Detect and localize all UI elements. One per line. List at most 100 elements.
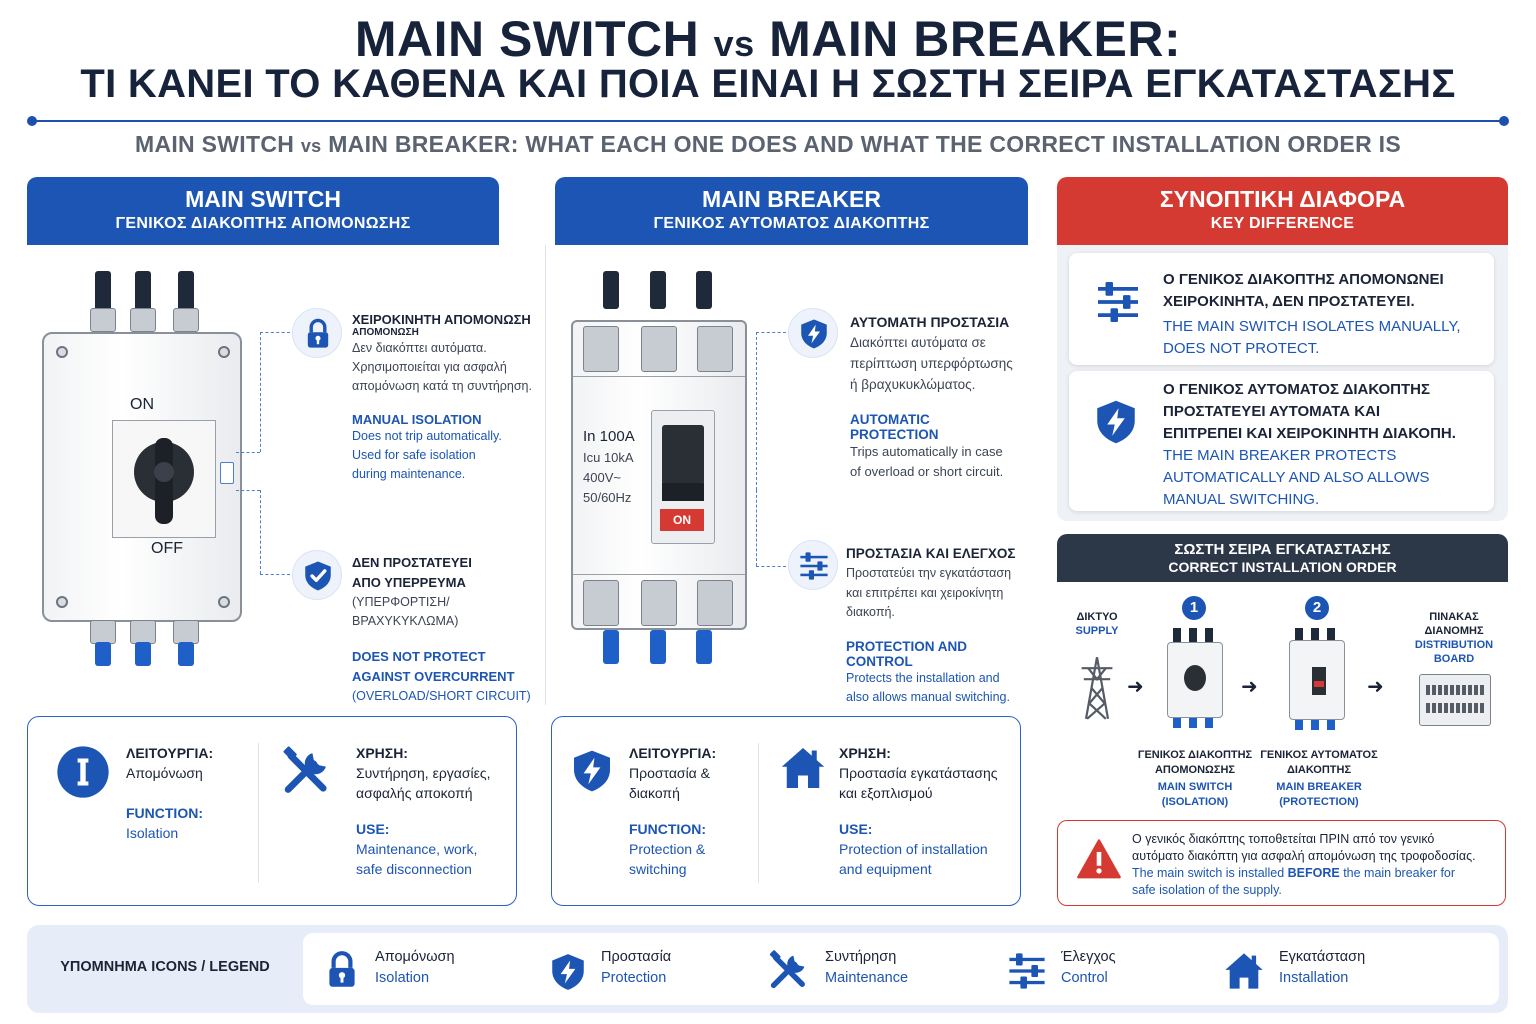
- use-block: ΧΡΗΣΗ: Συντήρηση, εργασίες, ασφαλής αποκ…: [356, 745, 491, 877]
- main-switch-function-box: ΛΕΙΤΟΥΡΓΙΑ: Απομόνωση FUNCTION: Isolatio…: [27, 716, 517, 906]
- legend-item-protection: Προστασία Protection: [547, 945, 747, 995]
- arrow-icon: ➜: [1367, 676, 1384, 698]
- arrow-icon: ➜: [1127, 676, 1144, 698]
- main-title-greek: ΤΙ ΚΑΝΕΙ ΤΟ ΚΑΘΕΝΑ ΚΑΙ ΠΟΙΑ ΕΙΝΑΙ Η ΣΩΣΤ…: [80, 62, 1456, 106]
- step-2-label: ΓΕΝΙΚΟΣ ΑΥΤΟΜΑΤΟΣ: [1260, 749, 1378, 761]
- terminal: [697, 326, 733, 372]
- cable: [1295, 720, 1339, 730]
- install-order-title: ΣΩΣΤΗ ΣΕΙΡΑ ΕΓΚΑΤΑΣΤΑΣΗΣ: [1174, 541, 1391, 558]
- cable: [650, 630, 666, 664]
- terminal: [641, 326, 677, 372]
- board-label: ΔΙΑΝΟΜΗΣ: [1424, 625, 1484, 637]
- terminal: [130, 620, 156, 644]
- column-divider: [545, 245, 546, 705]
- supply-label: ΔΙΚΤΥΟ: [1076, 611, 1118, 623]
- feature-icon-wrap: [292, 308, 342, 358]
- connector-line: [260, 332, 290, 333]
- tools-icon: [767, 949, 811, 993]
- tools-icon: [280, 745, 334, 799]
- house-icon: [778, 743, 828, 793]
- arrow-icon: ➜: [1241, 676, 1258, 698]
- main-breaker-function-box: ΛΕΙΤΟΥΡΓΙΑ: Προστασία & διακοπή FUNCTION…: [551, 716, 1021, 906]
- shield-bolt-icon: [797, 317, 831, 351]
- connector-line: [756, 332, 757, 490]
- cable: [650, 271, 666, 309]
- breaker-toggle[interactable]: [662, 425, 704, 485]
- feature-icon-wrap: [292, 550, 342, 600]
- connector-line: [756, 490, 757, 566]
- board-label-en: BOARD: [1433, 653, 1475, 665]
- terminal: [90, 620, 116, 644]
- legend: ΥΠΟΜΝΗΜΑ ICONS / LEGEND Απομόνωση Isolat…: [27, 925, 1508, 1013]
- lock-tab: [220, 462, 234, 484]
- use-block: ΧΡΗΣΗ: Προστασία εγκατάστασης και εξοπλι…: [839, 745, 998, 877]
- terminal: [90, 308, 116, 332]
- board-label-en: DISTRIBUTION: [1414, 639, 1494, 651]
- step-2-label-en: MAIN BREAKER: [1276, 781, 1362, 793]
- divider-dot-left: [27, 116, 37, 126]
- install-order-subtitle: CORRECT INSTALLATION ORDER: [1168, 559, 1397, 575]
- connector-line: [260, 574, 290, 575]
- rotary-handle[interactable]: [124, 430, 204, 530]
- subtitle: MAIN SWITCH vs MAIN BREAKER: WHAT EACH O…: [135, 131, 1401, 157]
- main-switch-title: MAIN SWITCH: [185, 186, 341, 212]
- switch-enclosure: [1167, 642, 1223, 718]
- terminal: [130, 308, 156, 332]
- cable: [603, 630, 619, 664]
- rating-voltage: 400V~: [583, 470, 621, 485]
- rotary-handle: [1184, 665, 1206, 691]
- on-indicator: [1314, 681, 1324, 687]
- rating-current: In 100A: [583, 428, 635, 445]
- terminal: [173, 308, 199, 332]
- power-tower-icon: [1075, 654, 1119, 722]
- shield-check-icon: [301, 559, 335, 593]
- main-title: MAIN SWITCH vs MAIN BREAKER:: [354, 11, 1182, 67]
- install-order-header: ΣΩΣΤΗ ΣΕΙΡΑ ΕΓΚΑΤΑΣΤΑΣΗΣ CORRECT INSTALL…: [1057, 534, 1508, 582]
- shield-bolt-icon: [547, 949, 589, 995]
- main-switch-device: ON OFF: [40, 268, 245, 668]
- breaker-row: [1426, 685, 1484, 695]
- house-icon: [1221, 949, 1267, 993]
- key-difference-title: ΣΥΝΟΠΤΙΚΗ ΔΙΑΦΟΡΑ: [1159, 186, 1406, 212]
- divider: [758, 743, 759, 883]
- cable: [696, 271, 712, 309]
- step-2-label: ΔΙΑΚΟΠΤΗΣ: [1286, 764, 1352, 776]
- connector-line: [236, 452, 260, 453]
- connector-line: [756, 566, 786, 567]
- divider: [573, 376, 745, 377]
- divider: [573, 574, 745, 575]
- ms-feature-manual-isolation: ΧΕΙΡΟΚΙΝΗΤΗ ΑΠΟΜΟΝΩΣΗ ΑΠΟΜΟΝΩΣΗ Δεν διακ…: [352, 312, 532, 481]
- distribution-board-icon: [1419, 674, 1491, 726]
- terminal: [583, 580, 619, 626]
- ms-feature-no-protection: ΔΕΝ ΠΡΟΣΤΑΤΕΥΕΙ ΑΠΟ ΥΠΕΡΡΕΥΜΑ (ΥΠΕΡΦΟΡΤΙ…: [352, 555, 531, 703]
- rating-frequency: 50/60Hz: [583, 490, 632, 505]
- screw: [56, 596, 68, 608]
- breaker-body: In 100A Icu 10kA 400V~ 50/60Hz ON: [571, 320, 747, 630]
- legend-title: ΥΠΟΜΝΗΜΑ ICONS / LEGEND: [60, 959, 270, 975]
- function-block: ΛΕΙΤΟΥΡΓΙΑ: Προστασία & διακοπή FUNCTION…: [629, 745, 717, 877]
- lock-icon: [301, 317, 335, 351]
- divider: [258, 743, 259, 883]
- main-switch-header: MAIN SWITCH ΓΕΝΙΚΟΣ ΔΙΑΚΟΠΤΗΣ ΑΠΟΜΟΝΩΣΗΣ: [27, 177, 499, 245]
- feature-icon-wrap: [788, 540, 838, 590]
- shield-bolt-icon: [568, 745, 616, 797]
- cable: [135, 271, 151, 311]
- connector-line: [756, 332, 786, 333]
- cable: [135, 642, 151, 666]
- main-breaker-subtitle: ΓΕΝΙΚΟΣ ΑΥΤΟΜΑΤΟΣ ΔΙΑΚΟΠΤΗΣ: [653, 215, 930, 232]
- function-block: ΛΕΙΤΟΥΡΓΙΑ: Απομόνωση FUNCTION: Isolatio…: [126, 745, 214, 841]
- divider-dot-right: [1499, 116, 1509, 126]
- on-label: ON: [130, 396, 154, 413]
- installation-warning: Ο γενικός διακόπτης τοποθετείται ΠΡΙΝ απ…: [1057, 820, 1506, 906]
- main-breaker-title: MAIN BREAKER: [702, 186, 881, 212]
- breaker-window: ON: [651, 410, 715, 544]
- header-divider: [32, 120, 1504, 122]
- sliders-icon: [797, 549, 831, 583]
- cable: [603, 271, 619, 309]
- step-1-switch-drawing: [1167, 628, 1223, 728]
- cable: [178, 271, 194, 311]
- rating-breaking: Icu 10kA: [583, 450, 634, 465]
- sliders-icon: [1093, 277, 1143, 327]
- key-difference-subtitle: KEY DIFFERENCE: [1210, 215, 1355, 232]
- legend-item-installation: Εγκατάσταση Installation: [1221, 945, 1441, 995]
